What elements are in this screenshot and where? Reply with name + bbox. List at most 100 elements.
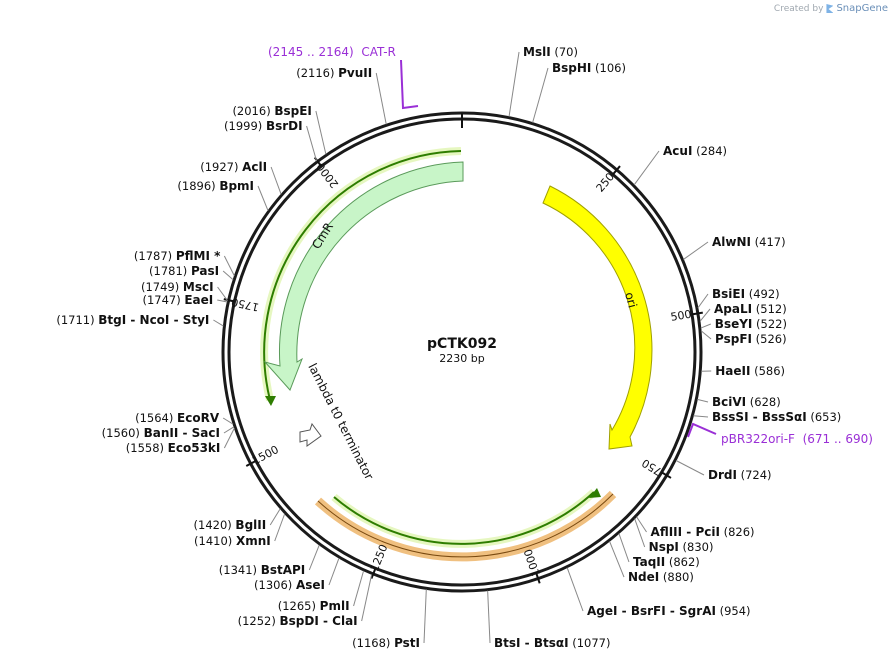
site-leader-line bbox=[699, 308, 711, 322]
site-label: HaeII (586) bbox=[715, 364, 785, 378]
site-apali: ApaLI (512) bbox=[699, 302, 787, 322]
site-leader-line bbox=[217, 299, 228, 303]
site-bseyi: BseYI (522) bbox=[700, 317, 787, 331]
site-leader-line bbox=[693, 415, 709, 418]
site-leader-line bbox=[269, 508, 281, 526]
site-leader-line bbox=[308, 544, 320, 571]
site-leader-line bbox=[223, 255, 235, 277]
site-afliii: AflIII - PciI (826) bbox=[636, 516, 755, 539]
site-leader-line bbox=[328, 557, 340, 586]
site-bspdi: (1252) BspDI - ClaI bbox=[238, 574, 373, 628]
site-label: AlwNI (417) bbox=[712, 235, 786, 249]
site-bsiei: BsiEI (492) bbox=[697, 287, 780, 309]
site-label: (1711) BtgI - NcoI - StyI bbox=[56, 313, 209, 327]
pbr322ori-f-primer-label: pBR322ori-F (671 .. 690) bbox=[721, 432, 873, 446]
green-bottom-arc bbox=[333, 491, 595, 545]
site-acui: AcuI (284) bbox=[633, 144, 727, 186]
tick-mark bbox=[245, 459, 257, 467]
tick-label: 500 bbox=[670, 308, 693, 324]
site-leader-line bbox=[683, 241, 709, 260]
site-leader-line bbox=[634, 518, 646, 548]
site-label: MslI (70) bbox=[523, 45, 578, 59]
terminator-label: lambda t0 terminator bbox=[305, 361, 376, 482]
site-label: (1420) BglII bbox=[194, 518, 267, 532]
site-label: (1410) XmnI bbox=[194, 534, 271, 548]
site-leader-line bbox=[222, 270, 234, 281]
site-bsssi: BssSI - BssSαI (653) bbox=[693, 410, 841, 424]
site-pasi: (1781) PasI bbox=[149, 264, 234, 281]
site-leader-line bbox=[361, 574, 373, 622]
site-label: (1306) AseI bbox=[254, 578, 325, 592]
site-leader-line bbox=[223, 426, 235, 434]
site-label: AcuI (284) bbox=[663, 144, 727, 158]
site-label: BciVI (628) bbox=[712, 395, 781, 409]
site-label: AgeI - BsrFI - SgrAI (954) bbox=[587, 604, 751, 618]
site-ndei: NdeI (880) bbox=[609, 541, 694, 584]
tick-label: 1500 bbox=[250, 443, 281, 468]
snapgene-credit: Created by SnapGene bbox=[774, 3, 888, 14]
site-leader-line bbox=[636, 516, 647, 533]
site-label: (1787) PflMI * bbox=[134, 249, 221, 263]
site-leader-line bbox=[257, 185, 269, 211]
tick-mark bbox=[612, 165, 621, 176]
site-label: (1265) PmlI bbox=[278, 599, 350, 613]
site-label: (1896) BpmI bbox=[177, 179, 254, 193]
tick-mark bbox=[223, 298, 235, 303]
site-leader-line bbox=[213, 319, 224, 327]
site-haeii: HaeII (586) bbox=[701, 364, 785, 378]
site-bsphi: BspHI (106) bbox=[532, 61, 626, 123]
site-label: BssSI - BssSαI (653) bbox=[712, 410, 841, 424]
site-leader-line bbox=[222, 417, 234, 425]
site-label: (1999) BsrDI bbox=[224, 119, 303, 133]
cmr-green-arrowhead bbox=[265, 396, 276, 406]
site-leader-line bbox=[675, 460, 705, 476]
orange-feature-outline bbox=[317, 493, 614, 558]
site-leader-line bbox=[217, 286, 228, 301]
site-pvuii: (2116) PvuII bbox=[296, 66, 387, 125]
ori-label: ori bbox=[622, 291, 640, 310]
site-leader-line bbox=[700, 330, 712, 340]
cat-r-primer-label: (2145 .. 2164) CAT-R bbox=[268, 45, 396, 59]
site-leader-line bbox=[353, 570, 365, 607]
site-label: NdeI (880) bbox=[628, 570, 694, 584]
tick-label: 1750 bbox=[230, 295, 260, 314]
site-label: BseYI (522) bbox=[715, 317, 787, 331]
site-leader-line bbox=[566, 567, 584, 612]
site-eaei: (1747) EaeI bbox=[142, 293, 228, 307]
site-label: (2016) BspEI bbox=[232, 104, 311, 118]
site-leader-line bbox=[315, 110, 327, 155]
site-leader-line bbox=[700, 323, 711, 329]
tick-label: 1250 bbox=[368, 543, 390, 574]
site-leader-line bbox=[697, 398, 709, 403]
site-label: (1781) PasI bbox=[149, 264, 219, 278]
plasmid-name: pCTK092 bbox=[427, 336, 497, 352]
site-label: AflIII - PciI (826) bbox=[651, 525, 755, 539]
green-bottom-arrowhead bbox=[589, 488, 601, 498]
site-banii: (1560) BanII - SacI bbox=[102, 426, 235, 440]
plasmid-length: 2230 bp bbox=[439, 352, 484, 365]
site-eco53ki: (1558) Eco53kI bbox=[126, 427, 235, 455]
site-asei: (1306) AseI bbox=[254, 557, 340, 592]
site-pmli: (1265) PmlI bbox=[278, 570, 365, 613]
site-bpmi: (1896) BpmI bbox=[177, 179, 269, 211]
tick-label: 750 bbox=[640, 456, 665, 478]
site-label: (1747) EaeI bbox=[142, 293, 213, 307]
site-msli: MslI (70) bbox=[508, 45, 578, 117]
site-leader-line bbox=[423, 589, 427, 644]
site-nspi: NspI (830) bbox=[634, 518, 714, 554]
tick-mark bbox=[691, 311, 703, 316]
site-label: (1560) BanII - SacI bbox=[102, 426, 220, 440]
site-label: NspI (830) bbox=[649, 540, 714, 554]
site-label: (2116) PvuII bbox=[296, 66, 372, 80]
site-bglii: (1420) BglII bbox=[194, 508, 281, 532]
credit-prefix: Created by bbox=[773, 3, 824, 14]
site-pflmi: (1787) PflMI * bbox=[134, 249, 235, 277]
site-bstapi: (1341) BstAPI bbox=[219, 544, 320, 577]
site-label: (1558) Eco53kI bbox=[126, 441, 221, 455]
site-leader-line bbox=[532, 67, 549, 123]
site-label: (1341) BstAPI bbox=[219, 563, 305, 577]
site-bsrdi: (1999) BsrDI bbox=[224, 119, 318, 162]
site-label: PspFI (526) bbox=[715, 332, 787, 346]
site-leader-line bbox=[697, 293, 709, 309]
site-leader-line bbox=[609, 541, 625, 578]
